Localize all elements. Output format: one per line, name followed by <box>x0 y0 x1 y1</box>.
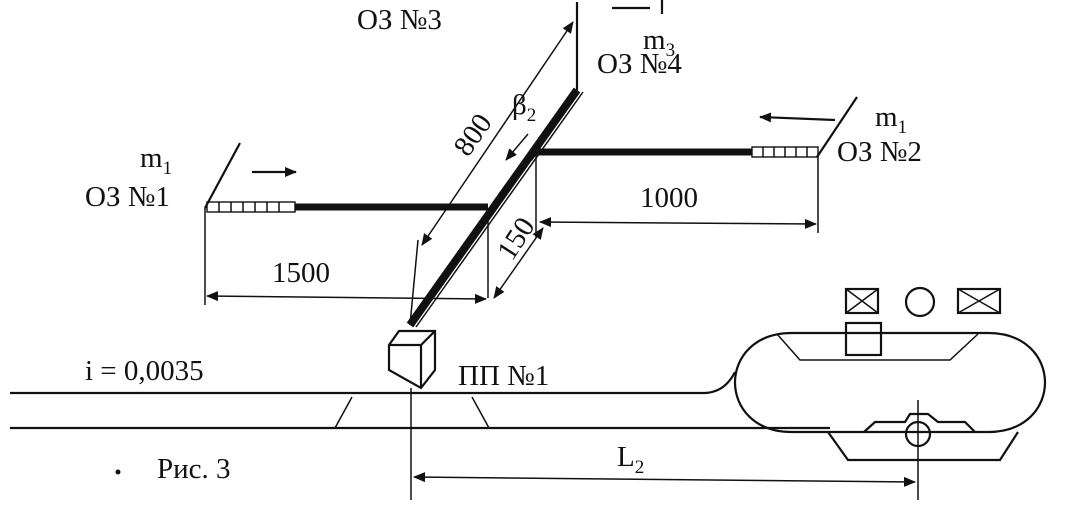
dimension-1000 <box>539 157 819 233</box>
dimension-150 <box>487 152 544 299</box>
flow-arrow-left-icon <box>759 112 836 123</box>
bullet-dot <box>115 469 121 475</box>
pp1-valve-box <box>387 329 437 500</box>
dim-label-1000: 1000 <box>640 182 698 214</box>
label-oz3: ОЗ №3 <box>357 4 442 36</box>
envelope-box-icon <box>956 287 1002 315</box>
envelope-box-icon <box>844 287 880 315</box>
label-m1-left: m1 <box>140 142 172 179</box>
circle-icon <box>904 286 936 318</box>
label-oz1: ОЗ №1 <box>85 181 170 213</box>
tank-car <box>733 321 1047 500</box>
dimension-l2 <box>413 472 916 487</box>
dimension-1500 <box>204 208 487 305</box>
pipe-right-branch <box>536 146 819 158</box>
label-l2: L2 <box>617 441 644 478</box>
label-m1-right: m1 <box>875 101 907 138</box>
beta-arrow-icon <box>505 133 529 161</box>
label-slope: i = 0,0035 <box>85 355 204 387</box>
dim-label-800: 800 <box>448 108 499 162</box>
label-beta: β2 <box>512 89 536 126</box>
nozzle-oz1 <box>204 142 241 209</box>
dim-label-150: 150 <box>491 212 542 266</box>
label-pp1: ПП №1 <box>458 360 549 392</box>
nozzle-oz2 <box>816 96 858 158</box>
label-oz2: ОЗ №2 <box>837 136 922 168</box>
dim-label-1500: 1500 <box>272 257 330 289</box>
label-m3: m3 <box>643 24 675 61</box>
label-oz4: ОЗ №4 <box>597 48 682 80</box>
dimension-800 <box>409 21 574 326</box>
railway-track <box>10 371 830 430</box>
figure-caption: Рис. 3 <box>157 453 231 485</box>
